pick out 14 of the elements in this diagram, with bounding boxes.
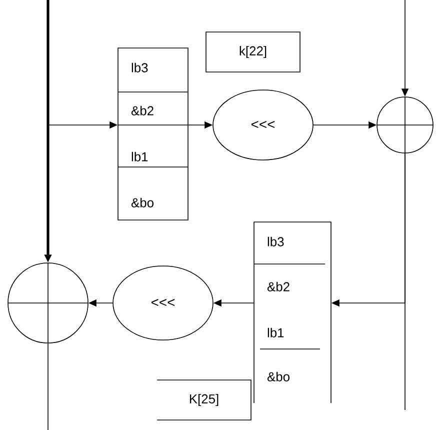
cell-label: lb3 [132, 62, 148, 72]
cell-label: &bo [267, 372, 290, 382]
cell-label: lb1 [132, 152, 148, 162]
xor-symbol [8, 262, 88, 344]
register-stack [254, 222, 332, 404]
key-box: k[22] [206, 32, 300, 72]
xor-symbol [376, 96, 434, 154]
cell-label: lb3 [268, 236, 284, 246]
register-stack [118, 48, 188, 220]
cell-label: &b2 [131, 106, 154, 116]
cell-label: &b2 [267, 282, 290, 292]
cell-label: &bo [131, 198, 154, 208]
cell-label: lb1 [268, 328, 284, 338]
key-box: K[25] [156, 380, 252, 420]
